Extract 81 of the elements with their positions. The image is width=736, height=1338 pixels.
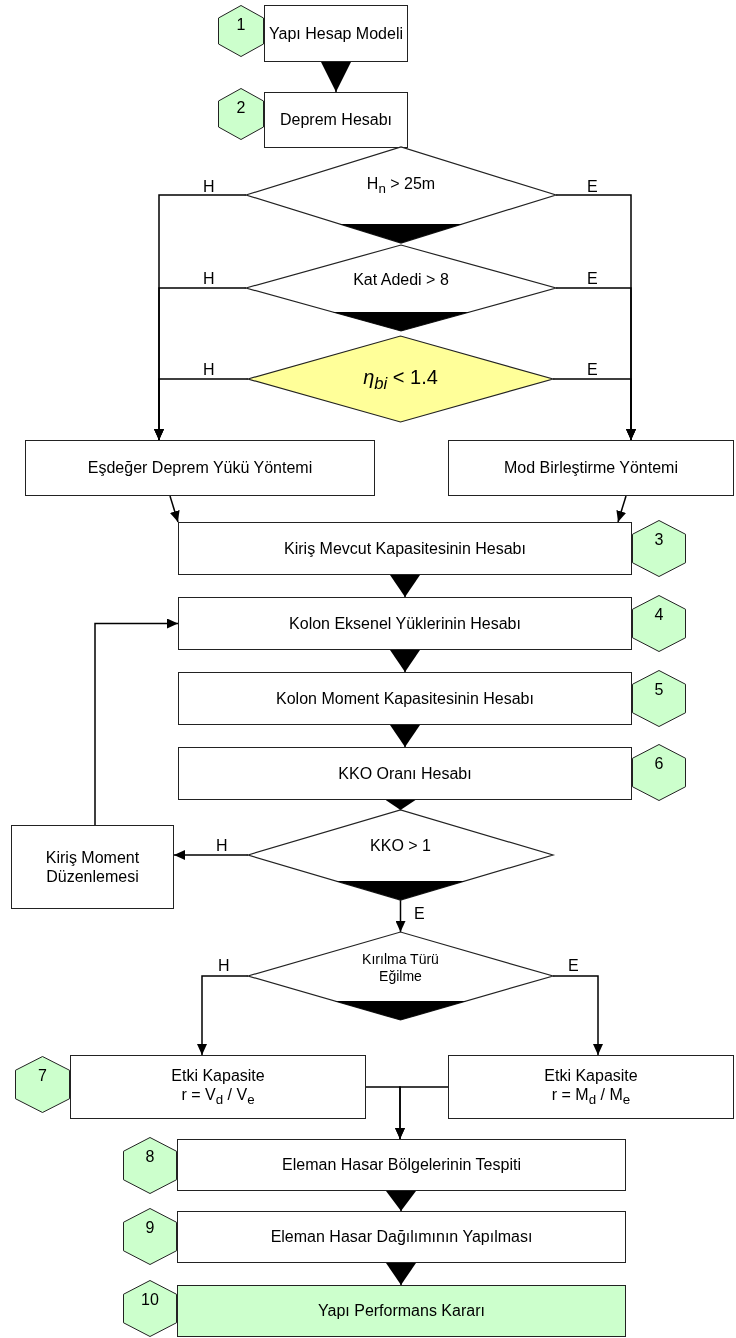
process-box [11, 825, 174, 909]
step-number-hexagon [632, 670, 686, 727]
step-number: 6 [654, 754, 664, 774]
step-number: 8 [145, 1147, 155, 1167]
arrow [169, 495, 180, 523]
step-number-hexagon [632, 520, 686, 577]
process-box [264, 5, 408, 62]
arrow [173, 850, 249, 860]
process-box [177, 1139, 626, 1191]
box-label: KKO > 1 [370, 836, 431, 856]
box-label: Kolon Eksenel Yüklerinin Hesabı [289, 613, 521, 634]
box-label: Eleman Hasar Bölgelerinin Tespiti [282, 1155, 521, 1175]
box-label: Kat Adedi > 8 [353, 270, 449, 290]
box-label: Eşdeğer Deprem Yükü Yöntemi [87, 458, 313, 478]
step-number-hexagon [123, 1280, 177, 1337]
arrow [552, 378, 636, 441]
box-label: Kiriş Mevcut Kapasitesinin Hesabı [284, 538, 526, 559]
box-label: Etki Kapasite [171, 1065, 265, 1085]
box-label: Mod Birleştirme Yöntemi [504, 458, 678, 478]
step-number: 3 [654, 530, 664, 550]
box-label: r = M$_{d}$ / M$_{e}$ [551, 1085, 631, 1109]
step-number: 7 [38, 1066, 47, 1086]
edge-label: E [587, 362, 598, 378]
box-label: Etki Kapasite [544, 1065, 638, 1085]
process-box [178, 747, 632, 800]
edge-label: E [587, 271, 598, 287]
step-number: 4 [654, 605, 664, 625]
box-label: Deprem Hesabı [279, 110, 392, 130]
arrow [390, 649, 420, 673]
step-number-hexagon [632, 595, 686, 652]
box-label: Yapı Performans Kararı [318, 1301, 485, 1321]
arrow [390, 574, 420, 598]
process-box [178, 522, 632, 575]
box-label: Yapı Hesap Modeli [269, 23, 403, 44]
step-number: 10 [141, 1290, 159, 1310]
box-label: Kırılma Türü Eğilme [361, 951, 440, 985]
arrow [395, 1086, 449, 1140]
edge-label: H [203, 362, 215, 378]
edge-label: E [568, 958, 579, 974]
box-label: Kolon Moment Kapasitesinin Hesabı [276, 688, 534, 709]
step-number-hexagon [15, 1056, 70, 1113]
process-box [70, 1055, 366, 1119]
arrow [616, 495, 627, 523]
arrow [94, 618, 179, 826]
process-box [448, 1055, 734, 1119]
edge-label: H [203, 271, 215, 287]
arrow [552, 975, 603, 1056]
step-number: 2 [236, 98, 246, 118]
process-box [177, 1211, 626, 1263]
process-box [178, 597, 632, 650]
box-label: Kiriş Moment Düzenlemesi [44, 847, 141, 887]
edge-label: H [203, 179, 215, 195]
process-box [25, 440, 375, 496]
box-label: KKO Oranı Hesabı [338, 763, 472, 784]
process-box [264, 92, 408, 148]
step-number: 1 [236, 15, 246, 35]
step-number-hexagon [218, 5, 264, 57]
process-box [178, 672, 632, 725]
arrow [386, 1190, 416, 1212]
arrow [154, 378, 249, 441]
edge-label: H [218, 958, 230, 974]
step-number-hexagon [632, 744, 686, 801]
step-number: 5 [654, 680, 664, 700]
step-number-hexagon [218, 88, 264, 140]
arrow [385, 799, 416, 811]
box-label: Eleman Hasar Dağılımının Yapılması [270, 1227, 533, 1247]
arrow [390, 724, 420, 748]
arrow [197, 975, 249, 1056]
box-label: r = V$_{d}$ / V$_{e}$ [181, 1085, 255, 1109]
step-number: 9 [145, 1218, 155, 1238]
edge-label: E [414, 906, 425, 922]
step-number-hexagon [123, 1208, 177, 1265]
arrow [395, 899, 406, 933]
box-label: η$_{bi}$ < 1.4 [363, 364, 438, 394]
edge-label: H [216, 838, 228, 854]
arrow [386, 1262, 416, 1286]
edge-label: E [587, 179, 598, 195]
step-number-hexagon [123, 1137, 177, 1194]
box-label: H$_{n}$ > 25m [366, 174, 436, 198]
process-box [448, 440, 734, 496]
arrow [321, 61, 351, 93]
